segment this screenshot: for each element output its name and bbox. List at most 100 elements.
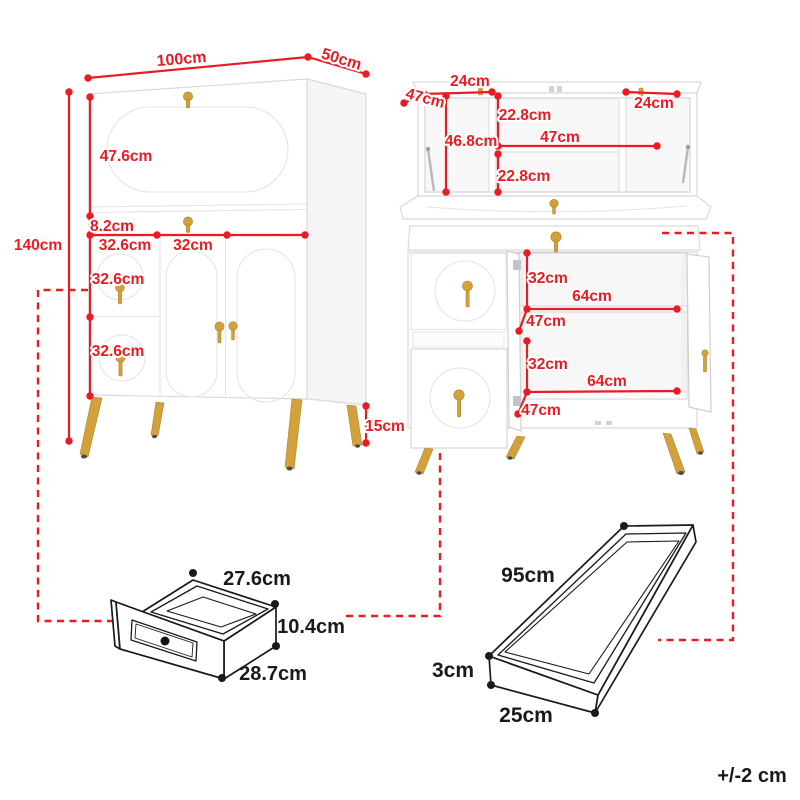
interior-right-wall xyxy=(681,253,687,399)
drawer-knob-dot-icon xyxy=(160,636,170,646)
dim-upper-mid-height: 22.8cm xyxy=(499,107,552,124)
open-view-dimension-dots xyxy=(400,88,681,418)
tray-detail-art xyxy=(488,524,697,714)
callout-middle-drawer xyxy=(345,453,442,618)
interior-floor-edge xyxy=(517,391,688,400)
flap-keyhole-stem xyxy=(186,98,191,109)
dim-drawer2: 32.6cm xyxy=(92,343,145,360)
right-door-handle-stem xyxy=(231,328,235,341)
dim-front-height: 140cm xyxy=(14,237,62,254)
dim-door-width: 32cm xyxy=(173,237,213,254)
dim-front-depth: 50cm xyxy=(319,46,363,74)
fold-door-curve xyxy=(426,205,688,213)
cam-lock-icon xyxy=(606,421,612,425)
dim-side-height: 46.8cm xyxy=(445,133,498,150)
dim-upper-comp-width: 64cm xyxy=(572,288,612,305)
cabinet-open-view-art xyxy=(399,81,712,449)
front-view-dimension-lines xyxy=(67,55,368,445)
drawer2-knob-stem xyxy=(118,360,123,377)
top-drawer-top-edge xyxy=(88,208,308,214)
front-view-leg-caps xyxy=(81,434,360,471)
left-door-handle-stem xyxy=(217,329,222,344)
drawer-detail-labels: 27.6cm 10.4cm 28.7cm xyxy=(223,568,345,685)
open-view-dimension-labels: 24cm 47cm 22.8cm 46.8cm 47cm 22.8cm 24cm… xyxy=(402,71,676,421)
drawer-detail-dots xyxy=(189,569,280,682)
tray-detail-dots xyxy=(485,522,628,717)
top-drawer-keyhole-stem xyxy=(186,223,191,233)
right-gas-strut xyxy=(681,146,690,184)
open-view-leg-caps xyxy=(416,451,703,475)
drawer1-knob-stem xyxy=(118,290,122,305)
flap-door-bottom-edge xyxy=(88,203,308,208)
open-front-right-leg xyxy=(662,432,686,475)
dim-line-depth xyxy=(306,55,368,76)
dim-tray-length: 95cm xyxy=(501,564,555,587)
hinge-icon xyxy=(549,86,554,92)
drawer-panel-inset-inner xyxy=(134,623,194,658)
strut-joint-icon xyxy=(425,146,431,152)
dim-lower-mid-height: 22.8cm xyxy=(498,168,551,185)
pulled-drawer-knob-icon xyxy=(453,389,465,401)
open-front-left-leg xyxy=(414,447,434,475)
fold-door-keyhole-stem xyxy=(552,205,556,215)
dim-line-width xyxy=(86,55,310,80)
cam-lock-icon xyxy=(595,421,601,425)
dim-lower-comp-height: 32cm xyxy=(528,356,568,373)
dim-line-left-shelf xyxy=(422,90,494,96)
dim-left-shelf-width: 24cm xyxy=(450,73,490,90)
open-view-gold-hardware xyxy=(414,85,709,475)
tray-knob-stem xyxy=(553,240,558,253)
right-door-open xyxy=(686,253,712,413)
pulled-drawer-knob-stem xyxy=(457,399,462,418)
dim-top-drawer: 8.2cm xyxy=(90,218,134,235)
strut-joint-icon xyxy=(685,144,691,150)
dim-tray-height: 3cm xyxy=(432,659,474,682)
dim-line-lower-comp-w xyxy=(525,389,679,394)
rear-right-leg xyxy=(346,404,363,447)
dim-legs: 15cm xyxy=(365,418,405,435)
dim-right-shelf-width: 24cm xyxy=(634,95,674,112)
right-door-handle-stem xyxy=(703,355,707,373)
dim-line-lower-comp-d xyxy=(516,390,529,416)
open-drawer1-knob-stem xyxy=(465,290,470,308)
right-door-handle-icon xyxy=(701,349,709,357)
left-gas-strut xyxy=(426,148,436,192)
front-view-dimension-dots xyxy=(65,53,370,447)
open-drawer1-circle xyxy=(434,260,496,322)
hinge-icon xyxy=(557,86,562,92)
tray-knob-icon xyxy=(550,231,562,243)
tray-floor xyxy=(504,540,680,675)
open-mid-left-leg xyxy=(505,435,526,460)
dim-tray-depth: 25cm xyxy=(499,704,553,727)
dim-line-upper-comp-d xyxy=(517,307,529,333)
door-hinge-icon xyxy=(513,260,521,270)
flap-door-panel-outline xyxy=(106,106,289,193)
dim-flap-door: 47.6cm xyxy=(100,148,153,165)
drawer-panel-inset xyxy=(130,619,198,662)
front-view-gold-hardware xyxy=(79,91,363,470)
cabinet-side-face xyxy=(306,78,367,406)
front-right-leg xyxy=(284,398,303,470)
open-rear-right-leg xyxy=(688,427,705,455)
dim-left-column: 32.6cm xyxy=(99,237,152,254)
dim-upper-comp-depth: 47cm xyxy=(526,313,566,330)
tray-detail-labels: 95cm 3cm 25cm xyxy=(432,564,555,727)
open-view-dimension-lines xyxy=(402,90,679,416)
dim-line-right-shelf xyxy=(624,90,679,96)
pulled-drawer-circle xyxy=(429,367,491,429)
dim-drawer1: 32.6cm xyxy=(92,271,145,288)
callout-tray xyxy=(658,231,735,642)
open-drawer1 xyxy=(410,252,507,331)
door-hinge-icon xyxy=(513,396,521,406)
tolerance-note: +/-2 cm xyxy=(717,765,786,787)
dim-drawer-top-width: 27.6cm xyxy=(223,568,291,590)
front-left-leg xyxy=(79,396,103,458)
dim-mid-width: 47cm xyxy=(540,129,580,146)
dim-drawer-front-height: 10.4cm xyxy=(277,616,345,638)
callout-left-drawer xyxy=(36,288,113,623)
dim-upper-comp-height: 32cm xyxy=(528,270,568,287)
dim-lower-comp-width: 64cm xyxy=(587,373,627,390)
left-door-open xyxy=(506,250,522,432)
